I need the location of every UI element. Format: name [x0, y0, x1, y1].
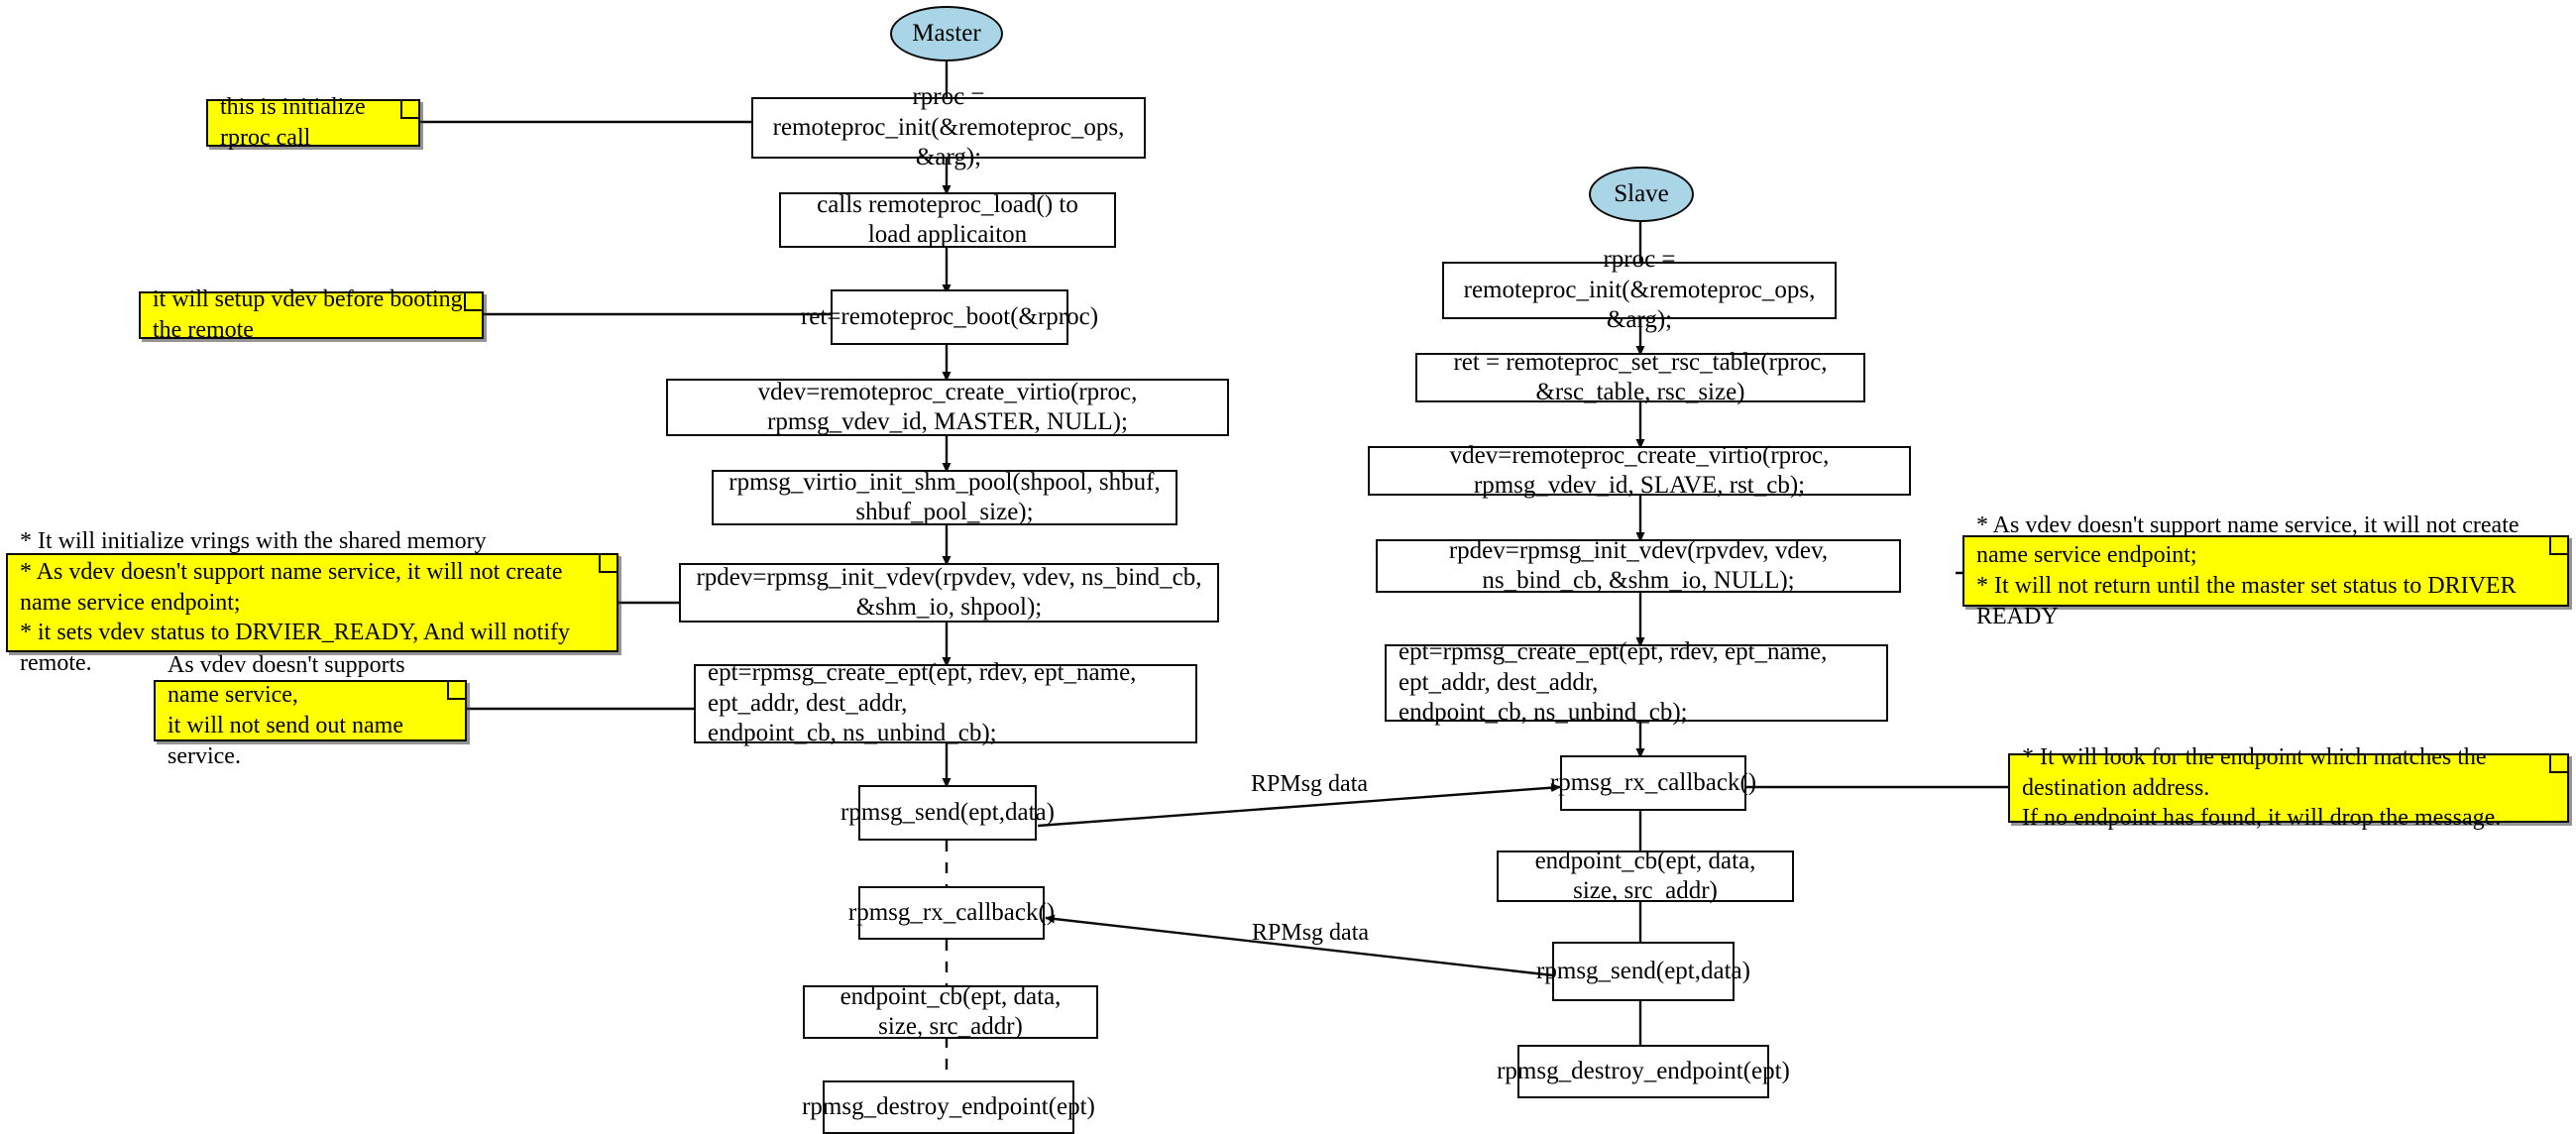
- note-initialize-rproc: this is initialize rproc call: [206, 94, 420, 151]
- master-step-endpoint-cb[interactable]: endpoint_cb(ept, data, size, src_addr): [803, 983, 1098, 1040]
- master-step-remoteproc-load[interactable]: calls remoteproc_load() to load applicai…: [779, 191, 1116, 248]
- master-step-destroy-endpoint[interactable]: rpmsg_destroy_endpoint(ept): [802, 1080, 1095, 1134]
- note-fold-icon: [400, 99, 420, 119]
- slave-step-remoteproc-init[interactable]: rproc = remoteproc_init(&remoteproc_ops,…: [1442, 246, 1837, 333]
- note-text: this is initialize rproc call: [220, 94, 366, 151]
- master-step-rpmsg-init-vdev[interactable]: rpdev=rpmsg_init_vdev(rpvdev, vdev, ns_b…: [679, 563, 1219, 623]
- note-init-vdev-slave: * As vdev doesn't support name service, …: [1962, 512, 2569, 629]
- slave-step-create-ept[interactable]: ept=rpmsg_create_ept(ept, rdev, ept_name…: [1385, 638, 1888, 726]
- slave-step-destroy-endpoint[interactable]: rpmsg_destroy_endpoint(ept): [1497, 1045, 1790, 1098]
- slave-step-rpmsg-init-vdev[interactable]: rpdev=rpmsg_init_vdev(rpvdev, vdev, ns_b…: [1376, 537, 1901, 594]
- edge-label-rpmsg-data-slave-to-master: RPMsg data: [1252, 920, 1370, 946]
- note-text: * It will look for the endpoint which ma…: [2022, 743, 2502, 832]
- note-fold-icon: [447, 680, 467, 700]
- slave-step-rpmsg-rx-callback[interactable]: rpmsg_rx_callback(): [1550, 755, 1756, 811]
- note-text: * As vdev doesn't support name service, …: [1976, 511, 2520, 629]
- master-step-rpmsg-send[interactable]: rpmsg_send(ept,data): [840, 785, 1055, 841]
- note-fold-icon: [599, 553, 618, 573]
- note-rx-callback-slave: * It will look for the endpoint which ma…: [2008, 744, 2569, 831]
- master-step-create-ept[interactable]: ept=rpmsg_create_ept(ept, rdev, ept_name…: [694, 659, 1197, 746]
- master-step-init-shm-pool[interactable]: rpmsg_virtio_init_shm_pool(shpool, shbuf…: [712, 469, 1177, 525]
- slave-step-endpoint-cb[interactable]: endpoint_cb(ept, data, size, src_addr): [1497, 848, 1794, 904]
- master-step-rpmsg-rx-callback[interactable]: rpmsg_rx_callback(): [848, 886, 1055, 940]
- note-text: * It will initialize vrings with the sha…: [20, 528, 570, 677]
- note-text: As vdev doesn't supports name service, i…: [168, 651, 405, 769]
- note-init-vdev-master: * It will initialize vrings with the sha…: [6, 528, 618, 676]
- edge-label-rpmsg-data-master-to-slave: RPMsg data: [1251, 771, 1369, 797]
- slave-step-rpmsg-send[interactable]: rpmsg_send(ept,data): [1536, 942, 1750, 1001]
- note-text: it will setup vdev before booting the re…: [153, 286, 463, 343]
- note-fold-icon: [2549, 753, 2569, 773]
- note-setup-vdev: it will setup vdev before booting the re…: [139, 286, 484, 343]
- master-step-remoteproc-boot[interactable]: ret=remoteproc_boot(&rproc): [801, 289, 1098, 345]
- master-step-create-virtio[interactable]: vdev=remoteproc_create_virtio(rproc, rpm…: [666, 379, 1229, 436]
- master-step-remoteproc-init[interactable]: rproc = remoteproc_init(&remoteproc_ops,…: [751, 83, 1146, 170]
- terminal-master: Master: [890, 6, 1003, 61]
- terminal-slave: Slave: [1589, 167, 1694, 222]
- note-fold-icon: [2549, 535, 2569, 555]
- slave-step-set-rsc-table[interactable]: ret = remoteproc_set_rsc_table(rproc, &r…: [1415, 349, 1865, 405]
- slave-step-create-virtio[interactable]: vdev=remoteproc_create_virtio(rproc, rpm…: [1368, 442, 1911, 499]
- note-fold-icon: [464, 291, 484, 311]
- note-create-ept-master: As vdev doesn't supports name service, i…: [154, 652, 467, 769]
